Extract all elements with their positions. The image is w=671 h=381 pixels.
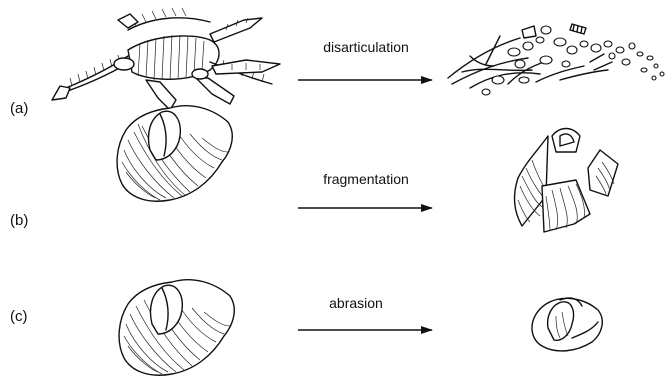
bivalve-shell-icon xyxy=(117,106,232,202)
bivalve-shell-icon xyxy=(119,280,234,376)
shell-fragments-icon xyxy=(515,129,618,233)
plesiosaur-skeleton-icon xyxy=(52,8,280,110)
scattered-bones-icon xyxy=(448,24,664,95)
abraded-shell-icon xyxy=(532,298,602,351)
